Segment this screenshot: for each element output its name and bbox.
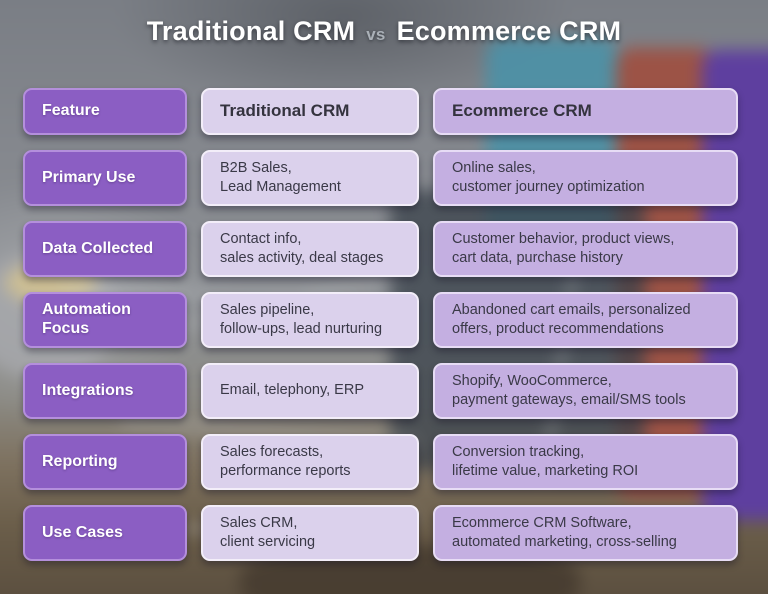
ecommerce-cell-automation-focus: Abandoned cart emails, personalized offe… <box>433 292 738 348</box>
header-cell-feature: Feature <box>23 88 187 135</box>
ecommerce-cell-integrations: Shopify, WooCommerce, payment gateways, … <box>433 363 738 419</box>
traditional-cell-primary-use: B2B Sales, Lead Management <box>201 150 419 206</box>
feature-cell-reporting: Reporting <box>23 434 187 490</box>
header-cell-traditional-crm: Traditional CRM <box>201 88 419 135</box>
ecommerce-cell-use-cases: Ecommerce CRM Software, automated market… <box>433 505 738 561</box>
feature-cell-primary-use: Primary Use <box>23 150 187 206</box>
ecommerce-cell-primary-use: Online sales, customer journey optimizat… <box>433 150 738 206</box>
title-vs-label: vs <box>366 25 386 44</box>
feature-cell-use-cases: Use Cases <box>23 505 187 561</box>
traditional-cell-reporting: Sales forecasts, performance reports <box>201 434 419 490</box>
header-cell-ecommerce-crm: Ecommerce CRM <box>433 88 738 135</box>
traditional-cell-data-collected: Contact info, sales activity, deal stage… <box>201 221 419 277</box>
feature-cell-data-collected: Data Collected <box>23 221 187 277</box>
traditional-cell-use-cases: Sales CRM, client servicing <box>201 505 419 561</box>
title-traditional-crm: Traditional CRM <box>146 16 356 46</box>
feature-cell-automation-focus: Automation Focus <box>23 292 187 348</box>
ecommerce-cell-reporting: Conversion tracking, lifetime value, mar… <box>433 434 738 490</box>
ecommerce-cell-data-collected: Customer behavior, product views, cart d… <box>433 221 738 277</box>
comparison-table: Feature Traditional CRM Ecommerce CRM Pr… <box>23 88 738 561</box>
page-title: Traditional CRM vs Ecommerce CRM <box>0 16 768 47</box>
traditional-cell-integrations: Email, telephony, ERP <box>201 363 419 419</box>
traditional-cell-automation-focus: Sales pipeline, follow-ups, lead nurturi… <box>201 292 419 348</box>
title-ecommerce-crm: Ecommerce CRM <box>396 16 622 46</box>
feature-cell-integrations: Integrations <box>23 363 187 419</box>
